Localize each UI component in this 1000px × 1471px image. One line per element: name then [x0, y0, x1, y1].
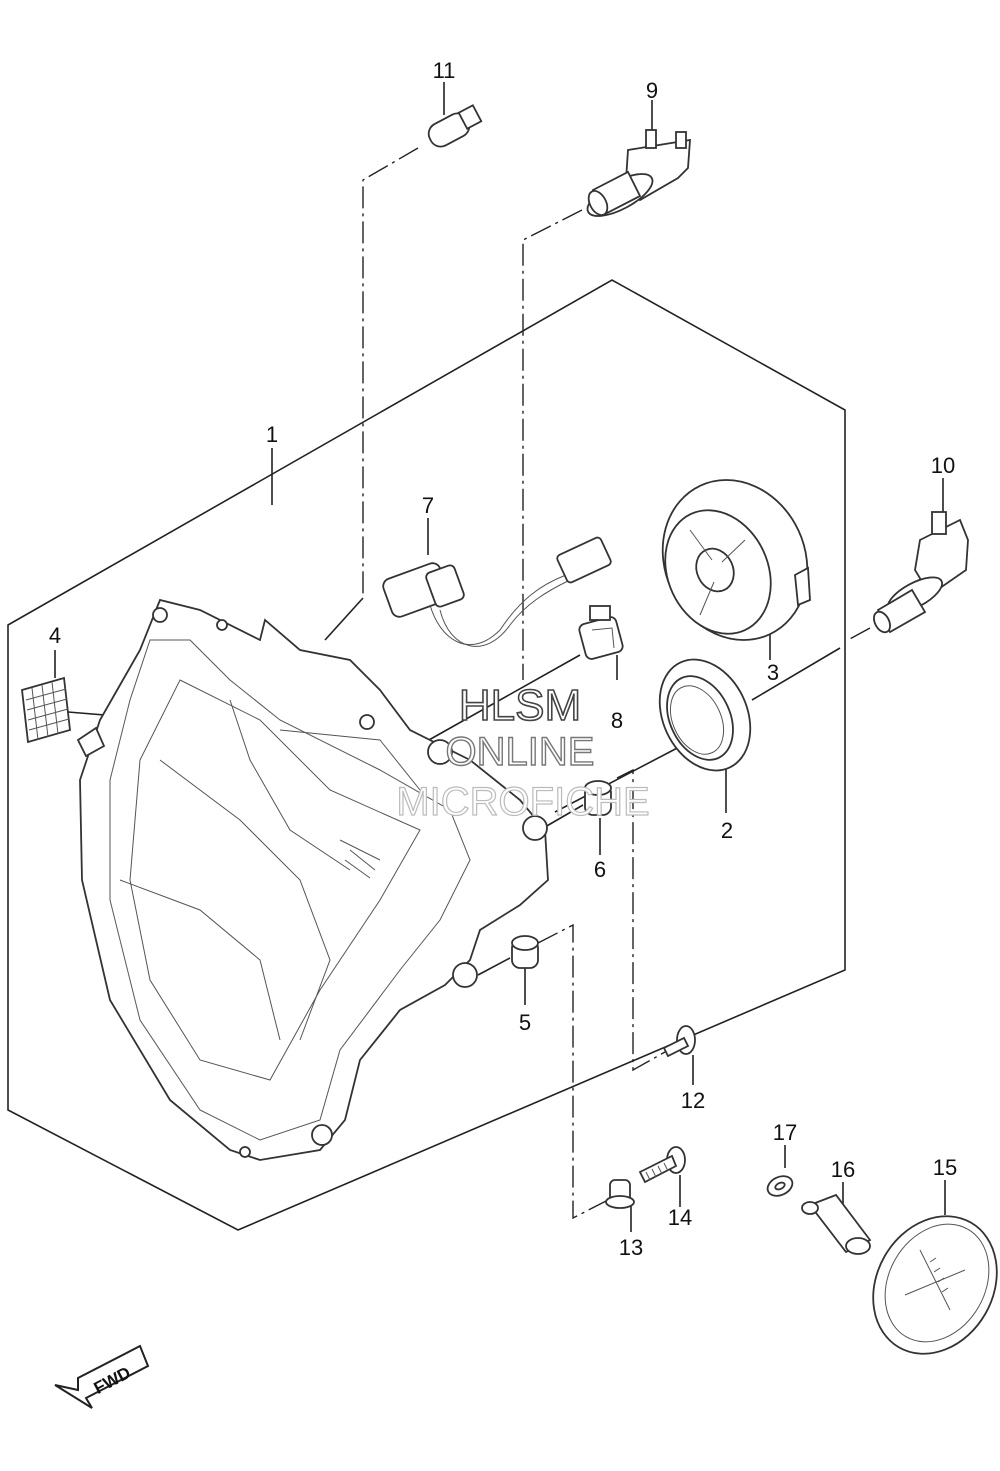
callout-16: 16 [831, 1157, 855, 1182]
grommet-6 [584, 780, 612, 816]
callout-5: 5 [519, 1010, 531, 1035]
headlight-bulb-10 [873, 511, 969, 634]
watermark: HLSM ONLINE MICROFICHE [396, 680, 651, 824]
connector-line-5 [477, 957, 526, 1005]
grommet-5 [511, 935, 539, 969]
callout-14: 14 [668, 1205, 692, 1230]
socket-harness-7 [382, 536, 612, 647]
assembly-boundary [7, 279, 846, 1231]
callout-17: 17 [773, 1120, 797, 1145]
callout-2: 2 [721, 818, 733, 843]
washer-17 [766, 1175, 794, 1197]
connector-line-8 [419, 654, 618, 746]
callout-3: 3 [767, 660, 779, 685]
headlamp-housing-1 [76, 598, 549, 1161]
reflector-cover-3 [661, 479, 811, 641]
callout-15: 15 [933, 1155, 957, 1180]
callout-10: 10 [931, 453, 955, 478]
connector-line-2-3 [554, 630, 841, 813]
leader-line-6-12 [616, 768, 666, 1072]
callout-1: 1 [266, 422, 278, 447]
connector-line-7 [324, 518, 429, 641]
callout-7: 7 [422, 493, 434, 518]
adjuster-shaft-16 [801, 1193, 872, 1255]
fwd-arrow-icon [54, 1344, 150, 1409]
watermark-line1: HLSM [459, 681, 581, 730]
cover-cap-15 [872, 1215, 998, 1355]
leader-line-10 [847, 627, 871, 641]
screw-12 [662, 1025, 696, 1058]
callout-6: 6 [594, 857, 606, 882]
callout-12: 12 [681, 1088, 705, 1113]
connector-line-13-14 [630, 1175, 681, 1232]
connector-line-6 [544, 804, 601, 855]
watermark-line2: ONLINE [446, 730, 595, 774]
fwd-direction-marker: FWD [54, 1344, 150, 1409]
seal-gasket-2 [658, 658, 752, 772]
watermark-line3: MICROFICHE [396, 780, 649, 824]
leader-line-11 [362, 147, 419, 595]
callout-4: 4 [49, 623, 61, 648]
bulb-socket-8 [578, 605, 624, 660]
callout-13: 13 [619, 1235, 643, 1260]
bolt-14 [638, 1146, 686, 1184]
headlight-bulb-9 [586, 129, 691, 217]
callout-11: 11 [433, 58, 456, 83]
leader-line-9 [522, 209, 583, 680]
callout-9: 9 [646, 78, 658, 103]
collar-13 [605, 1179, 635, 1209]
wedge-bulb-11 [427, 104, 483, 148]
leader-line-5-13 [537, 923, 609, 1220]
callout-8: 8 [611, 708, 623, 733]
reflex-reflector-4 [21, 676, 71, 744]
